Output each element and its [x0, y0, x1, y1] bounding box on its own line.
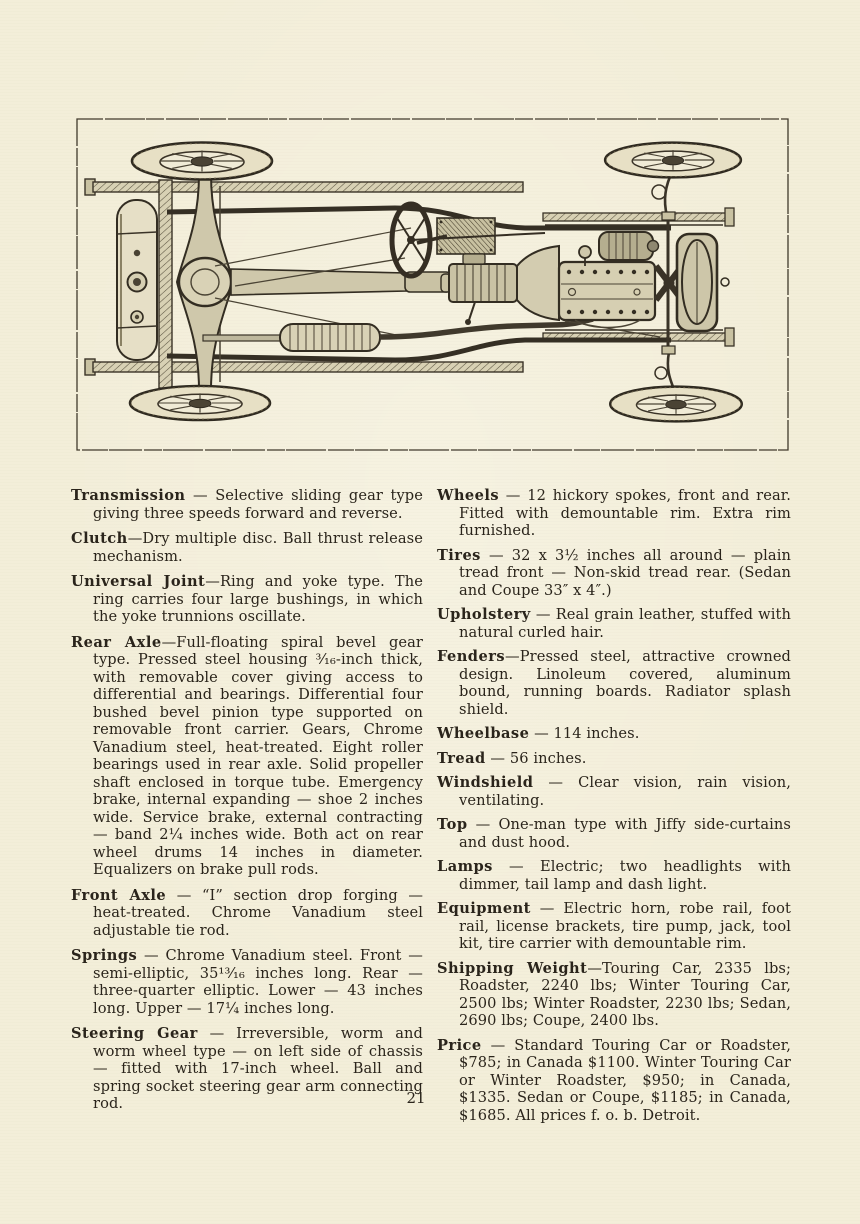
- spec-clutch: Clutch—Dry multiple disc. Ball thrust re…: [71, 530, 423, 565]
- spec-wheels: Wheels — 12 hickory spokes, front and re…: [437, 487, 791, 540]
- muffler: [202, 316, 594, 352]
- spec-term: Transmission: [71, 487, 186, 504]
- chassis-illustration: [75, 116, 791, 456]
- spec-price: Price — Standard Touring Car or Roadster…: [437, 1037, 791, 1125]
- spec-column-right: Wheels — 12 hickory spokes, front and re…: [437, 487, 791, 1131]
- frame-rail-bottom: [166, 337, 671, 363]
- spec-term: Wheels: [437, 487, 500, 504]
- spec-term: Upholstery: [437, 606, 531, 623]
- rear-lower-bar: [92, 361, 524, 373]
- generator: [598, 231, 660, 261]
- spec-term: Tread: [437, 749, 486, 767]
- spec-universal-joint: Universal Joint—Ring and yoke type. The …: [71, 573, 423, 626]
- fuel-tank: [116, 199, 158, 361]
- spec-term: Price: [437, 1036, 482, 1054]
- spec-front-axle: Front Axle — “I” section drop forging — …: [71, 887, 423, 940]
- spec-term: Springs: [71, 947, 138, 964]
- drag-link: [234, 257, 406, 287]
- brake-rod: [214, 227, 412, 267]
- spec-wheelbase: Wheelbase — 114 inches.: [437, 725, 791, 743]
- spec-shipping-weight: Shipping Weight—Touring Car, 2335 lbs; R…: [437, 960, 791, 1030]
- spec-body: — Electric; two headlights with dimmer, …: [459, 858, 791, 893]
- plate-border: [76, 118, 789, 451]
- spec-term: Front Axle: [71, 886, 167, 904]
- spec-steering-gear: Steering Gear — Irreversible, worm and w…: [71, 1025, 423, 1113]
- spec-lamps: Lamps — Electric; two headlights with di…: [437, 858, 791, 893]
- spec-body: — Selective sliding gear type giving thr…: [93, 487, 423, 522]
- spec-term: Fenders: [437, 648, 506, 665]
- spec-body: — Clear vision, rain vision, ventilating…: [459, 774, 791, 809]
- spec-term: Windshield: [437, 774, 534, 791]
- transmission: [440, 253, 518, 325]
- spec-term: Rear Axle: [71, 633, 162, 651]
- spec-fenders: Fenders—Pressed steel, attractive crowne…: [437, 648, 791, 718]
- spec-body: — Electric horn, robe rail, foot rail, l…: [459, 900, 791, 952]
- spec-body: —Full-floating spiral bevel gear type. P…: [93, 633, 424, 879]
- spec-body: —Ring and yoke type. The ring carries fo…: [93, 573, 423, 625]
- spec-body: — One-man type with Jiffy side-curtains …: [459, 816, 791, 851]
- spec-term: Wheelbase: [437, 725, 530, 742]
- spec-body: —Touring Car, 2335 lbs; Roadster, 2240 l…: [459, 959, 792, 1030]
- spec-upholstery: Upholstery — Real grain leather, stuffed…: [437, 606, 791, 641]
- spec-springs: Springs — Chrome Vanadium steel. Front —…: [71, 947, 423, 1017]
- spec-body: — 114 inches.: [529, 725, 640, 742]
- spec-equipment: Equipment — Electric horn, robe rail, fo…: [437, 900, 791, 953]
- spec-term: Clutch: [71, 530, 128, 547]
- spec-body: — Chrome Vanadium steel. Front — semi-el…: [93, 947, 423, 1017]
- spec-windshield: Windshield — Clear vision, rain vision, …: [437, 774, 791, 809]
- spec-body: — Real grain leather, stuffed with natur…: [459, 606, 791, 641]
- spec-body: — Standard Touring Car or Roadster, $785…: [459, 1036, 791, 1124]
- spec-body: —Pressed steel, attractive crowned desig…: [459, 648, 791, 718]
- spec-term: Lamps: [437, 858, 493, 875]
- spec-term: Equipment: [437, 900, 531, 917]
- rear-upper-bar: [92, 181, 524, 193]
- spec-tires: Tires — 32 x 3½ inches all around — plai…: [437, 547, 791, 600]
- engine: [557, 245, 661, 338]
- bell-housing: [516, 244, 560, 322]
- spec-tread: Tread — 56 inches.: [437, 750, 791, 768]
- spec-term: Steering Gear: [71, 1025, 198, 1042]
- spec-term: Top: [437, 816, 468, 833]
- exhaust-pipe: [379, 316, 594, 340]
- front-right-wheel: [608, 385, 744, 423]
- radiator: [675, 232, 730, 333]
- spec-body: — 56 inches.: [485, 749, 587, 767]
- spec-top: Top — One-man type with Jiffy side-curta…: [437, 816, 791, 851]
- steering-knuckle: [654, 366, 668, 380]
- spec-column-left: Transmission — Selective sliding gear ty…: [71, 487, 423, 1121]
- spec-body: — “I” section drop forging — heat-treate…: [93, 886, 424, 939]
- rear-right-wheel: [128, 384, 272, 422]
- steering-knuckle: [651, 184, 667, 200]
- page-number: 21: [406, 1089, 426, 1107]
- spec-body: — 12 hickory spokes, front and rear. Fit…: [459, 487, 791, 539]
- spec-term: Tires: [437, 546, 481, 564]
- spec-body: — Irreversible, worm and worm wheel type…: [93, 1025, 423, 1112]
- spec-rear-axle: Rear Axle—Full-floating spiral bevel gea…: [71, 634, 423, 879]
- spec-body: —Dry multiple disc. Ball thrust release …: [93, 530, 423, 565]
- rear-left-wheel: [130, 141, 274, 181]
- spec-transmission: Transmission — Selective sliding gear ty…: [71, 487, 423, 522]
- differential-housing: [177, 256, 233, 308]
- spec-term: Universal Joint: [71, 573, 206, 590]
- carburetor: [578, 245, 592, 259]
- spec-term: Shipping Weight: [437, 959, 588, 977]
- chassis-plan-view-drawing: [76, 118, 789, 451]
- steering-wheel: [234, 201, 546, 287]
- spec-body: — 32 x 3½ inches all around — plain trea…: [459, 546, 791, 599]
- front-left-wheel: [603, 141, 743, 179]
- front-upper-bar: [542, 212, 728, 222]
